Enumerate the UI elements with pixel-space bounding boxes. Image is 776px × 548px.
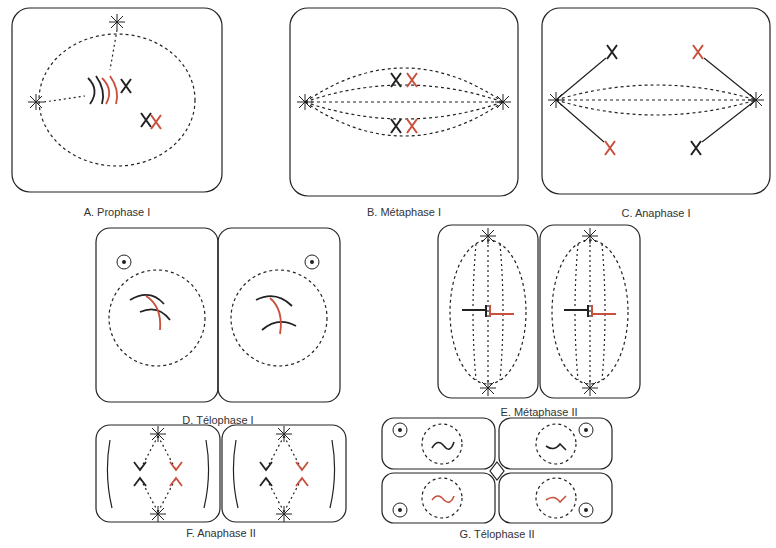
phase-caption: B. Métaphase I <box>290 206 518 219</box>
phase-panel: F. Anaphase II <box>96 425 346 522</box>
phase-panel: C. Anaphase I <box>542 8 770 194</box>
phase-caption: G. Télophase II <box>382 528 612 541</box>
phase-caption: E. Métaphase II <box>438 406 640 419</box>
phase-panel: G. Télophase II <box>382 418 612 523</box>
phase-caption: D. Télophase I <box>96 414 340 427</box>
phase-panel: D. Télophase I <box>96 228 340 402</box>
phase-caption: A. Prophase I <box>12 206 222 219</box>
phase-caption: F. Anaphase II <box>96 527 346 540</box>
phase-panel: E. Métaphase II <box>438 225 640 398</box>
phase-panel: B. Métaphase I <box>290 8 518 196</box>
phase-panel: A. Prophase I <box>12 8 222 192</box>
phase-caption: C. Anaphase I <box>542 207 770 220</box>
